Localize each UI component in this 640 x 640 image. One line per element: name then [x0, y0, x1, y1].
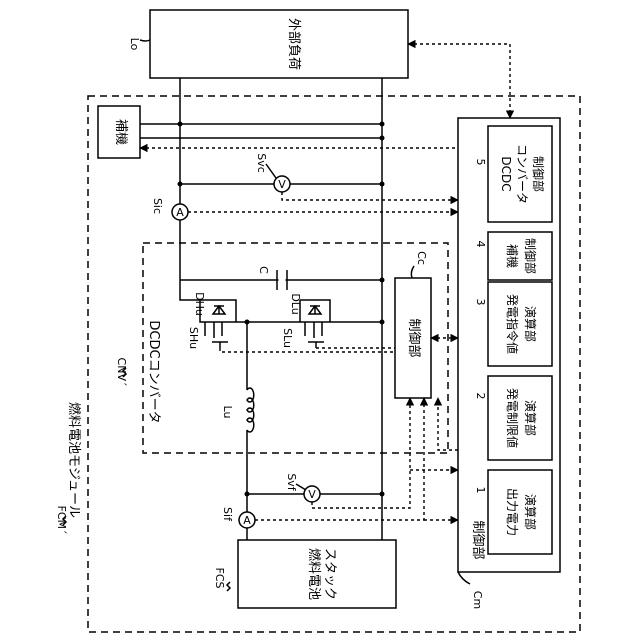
junction [245, 492, 250, 497]
stack-ref-squiggle [227, 582, 230, 591]
aux-label: 補機 [113, 119, 128, 145]
stack-line1: 燃料電池 [306, 548, 322, 600]
junction [380, 182, 385, 187]
main-control-leader [458, 572, 470, 584]
inductor-label: Lu [221, 406, 234, 419]
unit-5-line2: コンバータ [515, 144, 529, 204]
load-control-link [408, 44, 510, 118]
dhu-label: DHu [193, 292, 206, 316]
fcm-title: 燃料電池モジュール [66, 402, 82, 518]
inductor-coil [247, 388, 254, 432]
junction [380, 492, 385, 497]
dlu-diode [309, 306, 321, 314]
junction [380, 320, 385, 325]
upper-switch-wire [180, 280, 247, 322]
junction [178, 182, 183, 187]
svf-label: Svf [285, 473, 298, 491]
dhu-diode [213, 306, 225, 314]
unit-3-number: 3 [474, 299, 487, 306]
unit-5-line1: DCDC [499, 156, 513, 191]
unit-1-number: 1 [474, 487, 487, 494]
junction [380, 278, 385, 283]
unit-2-line1: 発電制限値 [505, 388, 520, 448]
stack-line2: スタック [322, 548, 337, 600]
svc-signal [282, 192, 458, 200]
main-control-ref: Cm [471, 591, 484, 609]
cnv-control-leader [411, 266, 414, 278]
svc-label: Svc [255, 153, 268, 173]
unit-2-number: 2 [474, 393, 487, 400]
sif-symbol: A [243, 514, 251, 527]
sic-label: Sic [151, 198, 164, 214]
capacitor-label: C [257, 266, 270, 274]
unit-4-line1: 補機 [505, 244, 520, 268]
sif-signal-to-cc [255, 398, 424, 520]
sif-label: Sif [221, 507, 234, 522]
cnv-title: DCDCコンバータ [146, 320, 161, 423]
external-load-label: 外部負荷 [286, 18, 301, 70]
cnv-control-label: 制御部 [406, 318, 421, 357]
shu-label: SHu [187, 327, 200, 349]
external-load-ref: Lo [128, 38, 141, 51]
unit-3-line1: 発電指令値 [505, 294, 520, 354]
main-control-title: 制御部 [470, 520, 485, 559]
external-load-box [150, 10, 408, 78]
junction [178, 122, 183, 127]
unit-5-number: 5 [474, 159, 487, 166]
cnv-control-ref: Cc [415, 251, 428, 265]
cap-gap [279, 278, 286, 282]
unit-1-line2: 演算部 [523, 494, 538, 530]
svf-symbol: V [308, 488, 316, 501]
junction [380, 122, 385, 127]
slu-label: SLu [281, 328, 294, 348]
svc-symbol: V [278, 178, 286, 191]
unit-4-line2: 制御部 [523, 238, 538, 274]
load-ref-leader [140, 40, 150, 41]
unit-1-line1: 出力電力 [505, 488, 519, 536]
stack-ref: FCS [213, 568, 226, 589]
unit-5-line3: 制御部 [531, 156, 546, 192]
unit-4-number: 4 [474, 241, 487, 248]
unit-2-line2: 演算部 [523, 400, 538, 436]
dlu-label: DLu [289, 293, 302, 314]
junction [380, 136, 385, 141]
unit-3-line2: 演算部 [523, 306, 538, 342]
sic-symbol: A [176, 206, 184, 219]
cnv-ref: CNV´ [115, 358, 128, 387]
